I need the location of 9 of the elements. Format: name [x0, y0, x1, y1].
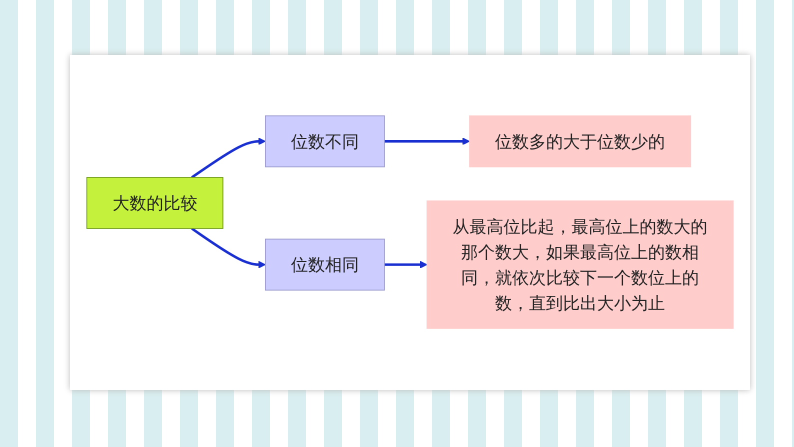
- arrow: [191, 228, 266, 269]
- node-box: 位数多的大于位数少的: [469, 116, 692, 168]
- node-box: 大数的比较: [86, 177, 224, 230]
- arrow: [384, 261, 428, 269]
- arrow: [384, 138, 470, 146]
- arrow: [191, 138, 266, 179]
- node-box: 位数相同: [265, 239, 385, 291]
- node-box: 从最高位比起，最高位上的数大的那个数大，如果最高位上的数相同，就依次比较下一个数位上的数，直到比出大小为止: [426, 200, 734, 330]
- node-box: 位数不同: [265, 116, 385, 168]
